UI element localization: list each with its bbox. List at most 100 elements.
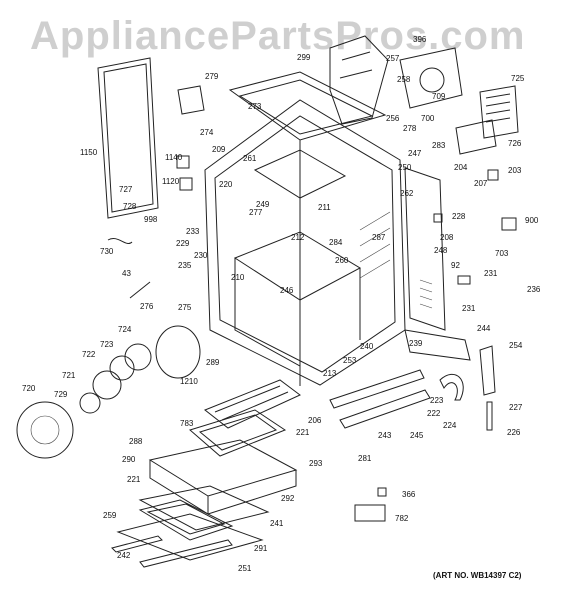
callout-label: 292 [281, 494, 295, 503]
blower-housing-part [399, 47, 463, 109]
callout-label: 396 [413, 35, 427, 44]
drawer-front-part [116, 513, 264, 561]
switch-part-1120 [179, 177, 193, 191]
callout-label: 730 [100, 247, 114, 256]
callout-label: 247 [408, 149, 422, 158]
callout-label: 248 [434, 246, 448, 255]
callout-label: 709 [432, 92, 446, 101]
connector-part-231 [457, 275, 471, 285]
callout-label: 279 [205, 72, 219, 81]
callout-label: 212 [291, 233, 305, 242]
callout-label: 724 [118, 325, 132, 334]
broiler-pan-part [188, 409, 287, 457]
callout-label: 366 [402, 490, 416, 499]
callout-label: 290 [122, 455, 136, 464]
callout-label: 213 [323, 369, 337, 378]
cord-part-730 [107, 238, 133, 244]
connector-part-228 [433, 213, 443, 223]
callout-label: 723 [100, 340, 114, 349]
switch-part-1140 [176, 155, 190, 169]
fan-gasket-part [155, 325, 201, 379]
callout-label: 207 [474, 179, 488, 188]
callout-label: 273 [248, 102, 262, 111]
callout-label: 1120 [162, 177, 180, 186]
callout-label: 254 [509, 341, 523, 350]
gas-bracket-part [439, 373, 464, 401]
blower-wheel-part [419, 67, 445, 93]
callout-label: 233 [186, 227, 200, 236]
callout-label: 249 [256, 200, 270, 209]
callout-label: 221 [127, 475, 141, 484]
wire-part-43 [129, 281, 151, 299]
block-part-782 [354, 504, 386, 522]
callout-label: 275 [178, 303, 192, 312]
callout-label: 257 [386, 54, 400, 63]
callout-label: 209 [212, 145, 226, 154]
callout-label: 226 [507, 428, 521, 437]
art-number: (ART NO. WB14397 C2) [433, 571, 522, 580]
fan-blade-part [79, 392, 101, 414]
callout-label: 250 [398, 163, 412, 172]
igniter-part [486, 401, 493, 431]
side-panel-part [404, 167, 446, 331]
callout-label: 260 [335, 256, 349, 265]
callout-label: 222 [427, 409, 441, 418]
callout-label: 224 [443, 421, 457, 430]
callout-label: 220 [219, 180, 233, 189]
callout-label: 261 [243, 154, 257, 163]
callout-label: 242 [117, 551, 131, 560]
leveling-leg-part [479, 345, 496, 396]
callout-label: 259 [103, 511, 117, 520]
lower-side-panel-part [404, 329, 471, 361]
callout-label: 998 [144, 215, 158, 224]
callout-label: 287 [372, 233, 386, 242]
callout-label: 291 [254, 544, 268, 553]
callout-label: 1140 [165, 153, 183, 162]
oven-cabinet-body [204, 71, 406, 386]
fan-plate-part [92, 370, 122, 400]
vent-duct-part [329, 35, 389, 125]
callout-label: 703 [495, 249, 509, 258]
callout-label: 293 [309, 459, 323, 468]
broil-element-part [204, 379, 301, 429]
callout-label: 728 [123, 202, 137, 211]
callout-label: 725 [511, 74, 525, 83]
callout-label: 92 [451, 261, 460, 270]
front-rail-part [339, 389, 431, 429]
callout-label: 284 [329, 238, 343, 247]
callout-label: 43 [122, 269, 131, 278]
connector-part-203 [487, 169, 499, 181]
callout-label: 289 [206, 358, 220, 367]
callout-label: 239 [409, 339, 423, 348]
callout-label: 262 [400, 189, 414, 198]
callout-label: 783 [180, 419, 194, 428]
bake-element-part [138, 499, 234, 541]
drawer-rail-part [139, 539, 233, 568]
callout-label: 211 [318, 203, 331, 212]
door-gasket-part [97, 57, 159, 219]
callout-label: 229 [176, 239, 190, 248]
callout-label: 1210 [180, 377, 198, 386]
callout-label: 230 [194, 251, 208, 260]
callout-label: 722 [82, 350, 96, 359]
callout-label: 203 [508, 166, 522, 175]
callout-label: 246 [280, 286, 294, 295]
callout-label: 231 [484, 269, 498, 278]
convection-fan-cover-part [16, 401, 74, 459]
callout-label: 235 [178, 261, 192, 270]
callout-label: 245 [410, 431, 424, 440]
small-bracket-part-366 [377, 487, 387, 497]
callout-label: 278 [403, 124, 417, 133]
callout-label: 223 [430, 396, 444, 405]
callout-label: 227 [509, 403, 523, 412]
callout-label: 221 [296, 428, 310, 437]
callout-label: 1150 [80, 148, 98, 157]
callout-label: 258 [397, 75, 411, 84]
callout-label: 727 [119, 185, 133, 194]
drawer-slide-part [111, 535, 163, 553]
storage-drawer-part [148, 439, 298, 515]
callout-label: 299 [297, 53, 311, 62]
